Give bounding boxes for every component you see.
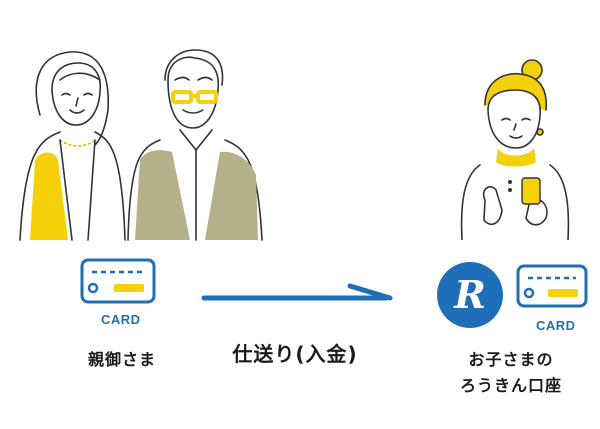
smartphone-icon xyxy=(521,177,541,205)
parents-label: 親御さま xyxy=(87,350,156,369)
child-label-line1: お子さまの xyxy=(468,350,554,369)
rokin-logo-letter: R xyxy=(454,272,486,317)
child-card-icon xyxy=(516,264,588,308)
parents-illustration xyxy=(19,49,263,241)
parents-card-label: CARD xyxy=(101,312,141,327)
parents-card-icon xyxy=(80,258,156,304)
transfer-label: 仕送り(入金) xyxy=(232,342,358,366)
rokin-logo xyxy=(437,262,503,328)
man-olive-jacket xyxy=(135,150,190,240)
child-yellow-collar xyxy=(496,148,536,167)
child-illustration xyxy=(460,59,570,240)
man-glasses xyxy=(171,90,218,104)
child-card-label: CARD xyxy=(536,318,576,333)
transfer-arrow xyxy=(201,283,393,301)
child-label-line2: ろうきん口座 xyxy=(459,376,562,395)
woman-yellow-cardigan xyxy=(30,152,68,240)
